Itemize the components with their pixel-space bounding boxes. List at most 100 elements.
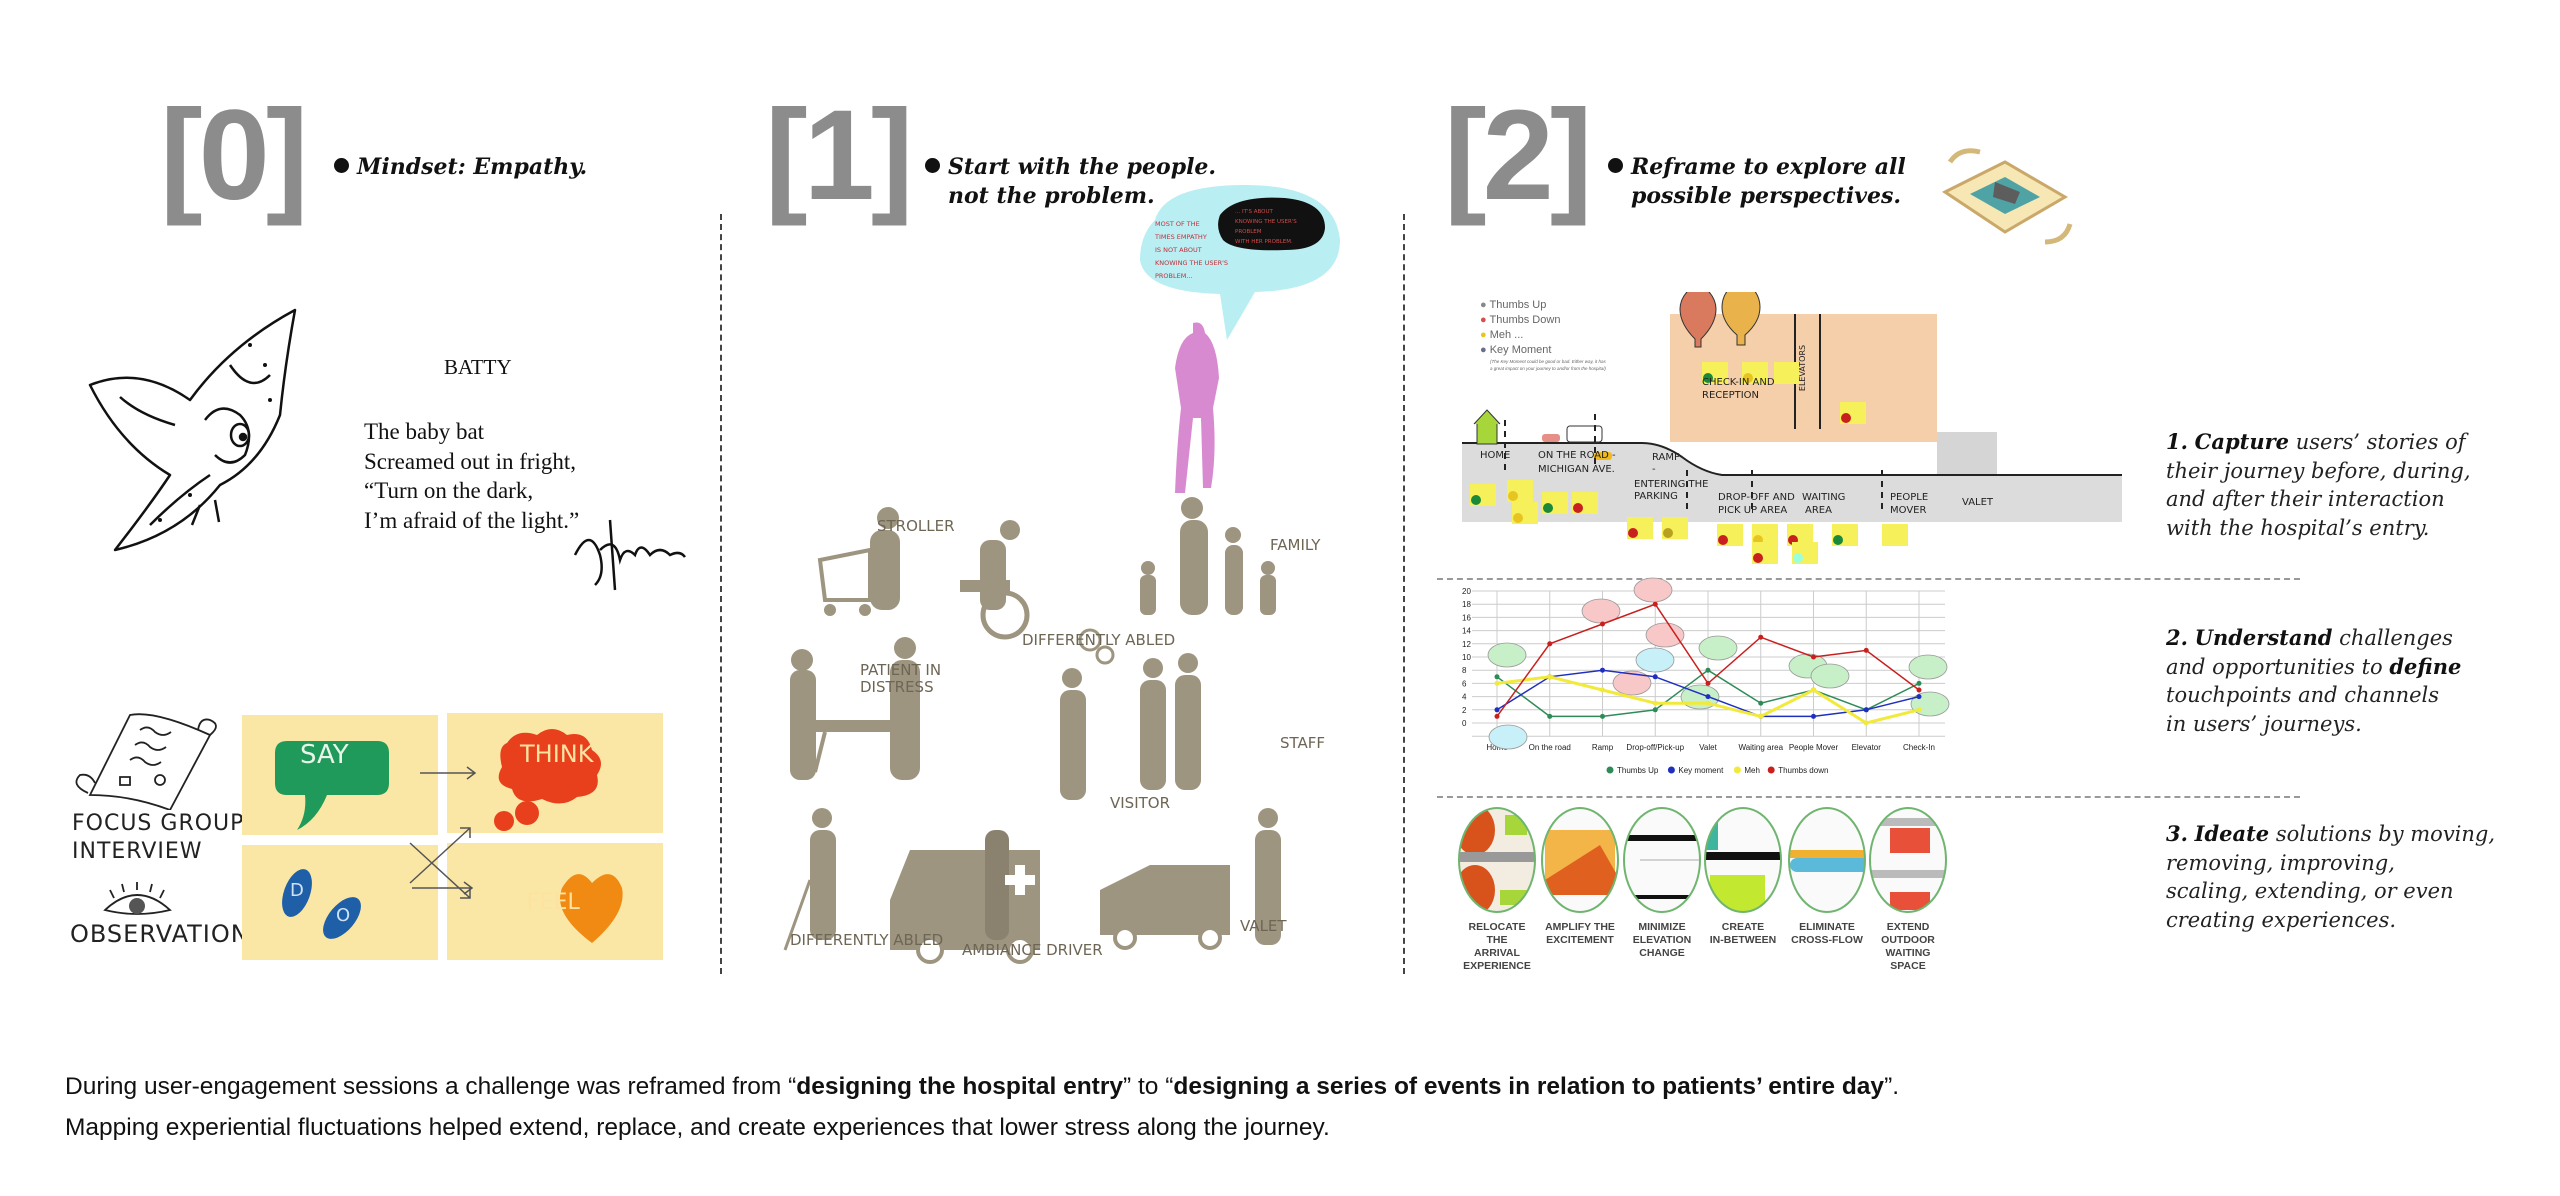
step-keyword: define: [2389, 653, 2462, 679]
data-point: [1863, 720, 1869, 726]
step-text: their journey before, during,: [2166, 458, 2471, 483]
data-point: [1705, 694, 1711, 700]
heading-text: Mindset: Empathy.: [357, 154, 588, 180]
valet-figure: [1100, 808, 1281, 950]
idea-line: RELOCATE THE: [1468, 921, 1526, 946]
y-tick-label: 18: [1462, 600, 1471, 609]
visitor-figure: [1060, 628, 1115, 800]
step-number: 2.: [2166, 625, 2188, 650]
vote-dot: [1833, 535, 1843, 545]
vote-dot: [1508, 491, 1518, 501]
step-keyword: Ideate: [2194, 821, 2270, 846]
comment-bubble: [1645, 622, 1685, 648]
comment-bubble: [1908, 654, 1948, 680]
step-keyword: Capture: [2194, 429, 2290, 454]
y-tick-label: 12: [1462, 640, 1471, 649]
section-divider: [1437, 796, 2300, 798]
bubble-line: WITH HER PROBLEM.: [1235, 239, 1293, 245]
data-point: [1547, 713, 1553, 719]
data-point: [1547, 674, 1553, 680]
legend-marker: [1667, 766, 1675, 774]
section-number-1: [1]: [765, 84, 913, 227]
data-point: [1547, 641, 1553, 647]
comment-bubble: [1910, 691, 1950, 717]
section-divider: [1437, 578, 2300, 580]
caption-emphasis: designing the hospital entry: [796, 1073, 1123, 1100]
bubble-line: KNOWING THE USER'S: [1155, 259, 1229, 267]
data-point: [1916, 680, 1922, 686]
bat-illustration: [88, 308, 297, 552]
data-point: [1494, 674, 1500, 680]
label-ambulance-driver: AMBIANCE DRIVER: [962, 941, 1103, 959]
bullet-icon: [925, 158, 940, 173]
bubble-line: IS NOT ABOUT: [1155, 246, 1202, 254]
data-point: [1600, 621, 1605, 627]
comment-bubble: [1581, 598, 1621, 624]
legend-marker: [1767, 766, 1775, 774]
caption-text: ”.: [1884, 1073, 1900, 1100]
stage-people: PEOPLE: [1890, 492, 1929, 503]
building-elevators: ELEVATORS: [1798, 344, 1808, 392]
note-line: (The Key Moment could be good or bad. Ei…: [1490, 359, 1606, 364]
legend-label: Meh: [1744, 766, 1760, 775]
step-text: with the hospital’s entry.: [2166, 515, 2430, 540]
data-point: [1811, 654, 1816, 660]
stage-mover: MOVER: [1890, 505, 1927, 516]
comment-bubble: [1698, 635, 1738, 661]
poem-line: “Turn on the dark,: [364, 478, 534, 503]
data-point: [1652, 707, 1658, 713]
idea-thumb-create: [1705, 808, 1781, 912]
x-tick-label: People Mover: [1789, 743, 1839, 752]
data-point: [1916, 687, 1922, 693]
stage-drop-off: DROP-OFF AND: [1718, 492, 1795, 503]
label-stroller: STROLLER: [877, 517, 955, 535]
quadrant-feel: [447, 843, 663, 960]
footprint-icon: [323, 897, 361, 939]
x-tick-label: Check-In: [1903, 743, 1935, 752]
vote-dot: [1471, 495, 1481, 505]
vote-dot: [1703, 373, 1713, 383]
legend-key-moment: ● Key Moment: [1480, 344, 1552, 356]
data-point: [1758, 634, 1764, 640]
stage-waiting: WAITING: [1802, 492, 1846, 503]
wheelchair-figure: [960, 520, 1030, 640]
data-point: [1705, 700, 1711, 706]
stage-michigan-ave: MICHIGAN AVE.: [1538, 464, 1615, 475]
step-keyword: Understand: [2194, 625, 2333, 650]
signature: [573, 519, 687, 591]
poem-body: The baby bat Screamed out in fright, “Tu…: [364, 417, 579, 535]
legend-label: Meh ...: [1489, 329, 1524, 341]
label-line: PATIENT IN: [860, 661, 942, 679]
note-line: a great impact on your journey to and/or…: [1490, 366, 1606, 371]
idea-thumb-extend: [1870, 808, 1946, 912]
caption-line-2: Mapping experiential fluctuations helped…: [65, 1114, 1330, 1141]
data-point: [1652, 700, 1658, 706]
idea-line: ELIMINATE: [1799, 921, 1855, 933]
data-point: [1494, 707, 1500, 713]
sticky-note: [1774, 362, 1800, 384]
step-number: 1.: [2166, 429, 2188, 454]
journey-map-drawing: [1462, 292, 2122, 564]
step-text: in users’ journeys.: [2166, 711, 2362, 736]
pink-person-figure: [1175, 322, 1219, 493]
data-point: [1652, 674, 1658, 680]
data-point: [1758, 700, 1764, 706]
idea-line: EXCITEMENT: [1546, 934, 1614, 946]
data-point: [1811, 713, 1816, 719]
x-tick-label: Valet: [1699, 743, 1717, 752]
patient-figure: [790, 637, 920, 780]
label-valet: VALET: [1240, 917, 1287, 935]
caption-emphasis: designing a series of events in relation…: [1173, 1073, 1885, 1100]
vote-dot: [1543, 503, 1553, 513]
comment-bubble: [1788, 653, 1828, 679]
legend-thumbs-up: ● Thumbs Up: [1480, 299, 1547, 311]
step-understand: 2. Understand challenges and opportuniti…: [2166, 624, 2556, 738]
heading-line: possible perspectives.: [1631, 183, 1902, 209]
vote-dot: [1573, 503, 1583, 513]
section-heading-1: Start with the people.not the problem.: [925, 153, 1216, 211]
data-point: [1863, 707, 1869, 713]
idea-line: ARRIVAL EXPERIENCE: [1463, 947, 1531, 972]
